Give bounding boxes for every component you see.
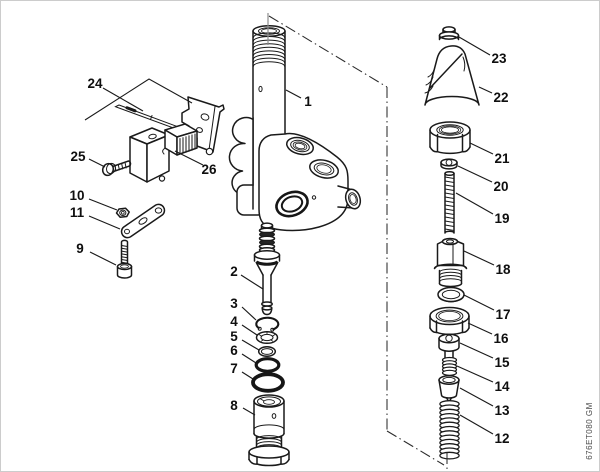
- leader-line-23: [458, 36, 491, 56]
- callout-label-23: 23: [491, 51, 507, 66]
- part-21-hex-nut: [429, 121, 471, 155]
- callout-label-22: 22: [493, 90, 508, 105]
- callout-label-2: 2: [230, 264, 238, 279]
- callout-label-3: 3: [230, 296, 238, 311]
- leader-line-25: [88, 158, 106, 168]
- leader-line-14: [456, 365, 494, 383]
- part-18-regulator-valve: [433, 237, 468, 288]
- callout-label-1: 1: [304, 94, 312, 109]
- part-14-spring-small: [441, 356, 458, 376]
- leader-line-24: [102, 87, 144, 112]
- callout-label-9: 9: [76, 241, 84, 256]
- callout-label-24: 24: [87, 76, 103, 91]
- part-20-lock-nut: [440, 158, 458, 170]
- part-15-piston-pin: [438, 333, 460, 360]
- leader-line-5: [241, 339, 260, 351]
- centerline-segment-0: [268, 15, 388, 88]
- part-26-switch: [162, 123, 198, 156]
- part-6-o-ring: [254, 357, 281, 373]
- leader-line-11: [88, 215, 121, 230]
- centerline-segment-2: [386, 430, 445, 466]
- callout-label-17: 17: [495, 307, 510, 322]
- callout-label-11: 11: [70, 205, 85, 220]
- callout-label-20: 20: [493, 179, 508, 194]
- part-22-knob: [424, 45, 480, 106]
- assembly-bracket-24: [84, 78, 193, 121]
- callout-label-13: 13: [494, 403, 510, 418]
- leader-line-18: [463, 250, 495, 266]
- leader-line-7: [241, 371, 254, 380]
- part-11-lever-arm: [120, 203, 166, 239]
- part-13-spring-cup: [438, 375, 460, 403]
- leader-line-13: [459, 387, 494, 407]
- leader-line-17: [463, 294, 495, 311]
- part-7-o-ring-large: [251, 372, 285, 393]
- callout-label-15: 15: [494, 355, 510, 370]
- leader-line-1: [285, 89, 302, 99]
- leader-line-15: [459, 342, 494, 359]
- part-10-nut: [115, 207, 130, 218]
- callout-label-16: 16: [493, 331, 509, 346]
- part-12-spring-large: [439, 400, 460, 460]
- part-1-valve-body: [228, 25, 362, 232]
- drawing-code: 676ET080 GM: [585, 402, 594, 460]
- leader-line-21: [469, 142, 494, 155]
- callout-label-5: 5: [230, 329, 238, 344]
- leader-line-9: [89, 251, 117, 266]
- part-24-pin: [114, 104, 180, 131]
- leader-line-3: [241, 306, 257, 321]
- callout-label-14: 14: [494, 379, 510, 394]
- leader-line-4: [241, 324, 258, 336]
- part-4-support-washer: [255, 330, 279, 345]
- callout-label-12: 12: [494, 431, 509, 446]
- leader-line-20: [457, 165, 493, 183]
- leader-line-6: [241, 353, 257, 364]
- part-2-spool-piston: [253, 222, 281, 316]
- callouts-and-leaders-layer: 1234567891011121314151617181920212223242…: [69, 13, 511, 469]
- part-8-valve-housing: [248, 394, 290, 467]
- part-24-stop-block: [129, 127, 170, 183]
- leader-line-10: [88, 198, 118, 211]
- leader-line-16: [467, 322, 493, 335]
- callout-label-4: 4: [230, 314, 238, 329]
- leader-line-19: [455, 192, 494, 215]
- part-16-ring-nut: [429, 306, 470, 336]
- callout-label-18: 18: [495, 262, 511, 277]
- callout-label-25: 25: [70, 149, 86, 164]
- callout-label-10: 10: [69, 188, 84, 203]
- leader-line-8: [242, 407, 256, 416]
- callout-label-26: 26: [201, 162, 217, 177]
- leader-line-26: [174, 150, 204, 166]
- part-5-o-ring-small: [257, 345, 277, 358]
- part-25-screw: [101, 160, 132, 177]
- callout-label-8: 8: [230, 398, 238, 413]
- callout-label-7: 7: [230, 361, 238, 376]
- callout-label-19: 19: [494, 211, 509, 226]
- leader-line-2: [240, 274, 264, 290]
- leader-line-22: [478, 86, 493, 94]
- part-19-threaded-spindle: [444, 170, 455, 234]
- callout-label-6: 6: [230, 343, 238, 358]
- part-9-screw: [116, 239, 133, 279]
- leader-line-12: [459, 414, 494, 435]
- part-3-snap-ring: [255, 316, 280, 332]
- part-17-sealing-washer: [437, 286, 465, 303]
- part-23-cap-nut: [438, 26, 460, 41]
- callout-label-21: 21: [494, 151, 510, 166]
